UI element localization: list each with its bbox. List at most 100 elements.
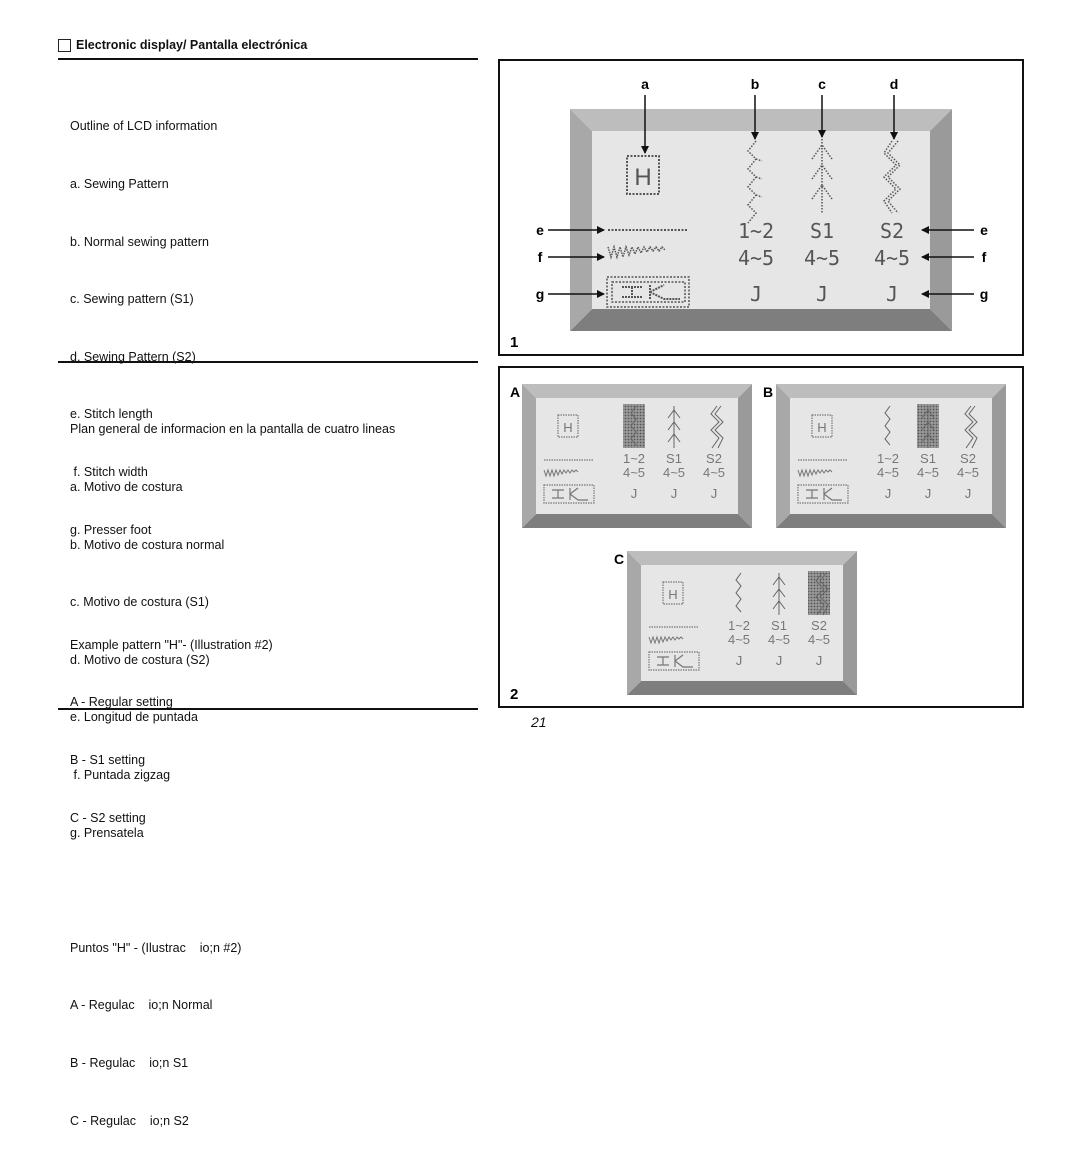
- frame-bevel-left: [776, 384, 790, 528]
- foot-value: J: [886, 282, 898, 306]
- width-value: 4~5: [728, 632, 750, 647]
- english-section: Outline of LCD information a. Sewing Pat…: [70, 79, 273, 847]
- length-value: S1: [666, 451, 682, 466]
- frame-bevel-right: [992, 384, 1006, 528]
- frame-bevel-bottom: [522, 514, 752, 528]
- presser-foot-glyph: [806, 487, 842, 501]
- width-value: 4~5: [768, 632, 790, 647]
- callout-d: d: [890, 76, 899, 92]
- frame-bevel-top: [570, 109, 952, 131]
- length-value: S2: [706, 451, 722, 466]
- width-value: 4~5: [808, 632, 830, 647]
- callout-e-left: e: [536, 222, 544, 238]
- frame-bevel-bottom: [627, 681, 857, 695]
- width-value: 4~5: [877, 465, 899, 480]
- text-line: B - Regulac io;n S1: [70, 1055, 189, 1070]
- stitch-width-icon: [797, 468, 833, 478]
- text-line: a. Motivo de costura: [70, 480, 183, 494]
- divider-middle: [58, 361, 478, 363]
- presser-foot-icon: [648, 651, 700, 671]
- text-line: e. Stitch length: [70, 407, 153, 422]
- callout-c: c: [818, 76, 826, 92]
- text-line: f. Stitch width: [70, 464, 148, 479]
- text-line: c. Motivo de costura (S1): [70, 595, 209, 610]
- text-line: Example pattern "H"- (Illustration #2): [70, 637, 273, 652]
- foot-value: J: [736, 653, 743, 668]
- pattern-h-box: [662, 581, 684, 605]
- pattern-h-box: [557, 414, 579, 438]
- stitch-normal-icon: [630, 405, 637, 446]
- foot-value: J: [671, 486, 678, 501]
- frame-bevel-top: [522, 384, 752, 398]
- spanish-section: Plan general de informacion en la pantal…: [70, 382, 395, 1150]
- panel-label-a: A: [510, 384, 520, 400]
- text-line: Plan general de informacion en la pantal…: [70, 422, 396, 437]
- text-line: d. Sewing Pattern (S2): [70, 349, 196, 364]
- text-line: f. Puntada zigzag: [70, 767, 171, 782]
- pattern-letter: H: [817, 420, 826, 435]
- foot-value: J: [776, 653, 783, 668]
- frame-bevel-bottom: [776, 514, 1006, 528]
- stitch-s2-icon: [710, 405, 724, 449]
- stitch-width-icon: [543, 468, 579, 478]
- pattern-letter: H: [668, 587, 677, 602]
- width-value: 4~5: [917, 465, 939, 480]
- stitch-normal-icon: [746, 140, 763, 224]
- text-line: A - Regulac io;n Normal: [70, 998, 213, 1013]
- text-line: Outline of LCD information: [70, 119, 218, 134]
- text-line: b. Normal sewing pattern: [70, 234, 209, 249]
- width-value: 4~5: [957, 465, 979, 480]
- foot-value: J: [885, 486, 892, 501]
- text-line: d. Motivo de costura (S2): [70, 652, 210, 667]
- frame-bevel-top: [776, 384, 1006, 398]
- figure-1: H 1~2 S1 S2 4~5 4~5 4~5: [498, 59, 1024, 356]
- presser-foot-glyph: [552, 487, 588, 501]
- length-value: S1: [920, 451, 936, 466]
- length-value: S2: [880, 219, 904, 243]
- selected-pattern-highlight: [808, 571, 830, 615]
- presser-foot-icon: [606, 276, 690, 308]
- length-value: S1: [810, 219, 834, 243]
- frame-bevel-bottom: [570, 309, 952, 331]
- frame-bevel-left: [570, 109, 592, 331]
- text-line: c. Sewing pattern (S1): [70, 292, 194, 307]
- frame-bevel-right: [843, 551, 857, 695]
- width-value: 4~5: [738, 246, 774, 270]
- foot-value: J: [925, 486, 932, 501]
- foot-value: J: [816, 653, 823, 668]
- stitch-width-icon: [607, 244, 666, 260]
- stitch-normal-icon: [884, 405, 891, 446]
- lcd-screen: [592, 131, 930, 309]
- callout-a: a: [641, 76, 649, 92]
- divider-bottom: [58, 708, 478, 710]
- text-line: e. Longitud de puntada: [70, 710, 198, 725]
- presser-foot-glyph: [657, 654, 693, 668]
- frame-bevel-right: [930, 109, 952, 331]
- stitch-normal-icon: [735, 572, 742, 613]
- text-line: C - Regulac io;n S2: [70, 1113, 189, 1128]
- stitch-s2-icon: [815, 572, 829, 616]
- frame-bevel-left: [627, 551, 641, 695]
- width-value: 4~5: [804, 246, 840, 270]
- callout-f-left: f: [538, 249, 543, 265]
- presser-foot-icon: [543, 484, 595, 504]
- width-value: 4~5: [703, 465, 725, 480]
- length-value: 1~2: [877, 451, 899, 466]
- text-line: g. Prensatela: [70, 825, 144, 840]
- length-value: 1~2: [623, 451, 645, 466]
- text-line: A - Regular setting: [70, 695, 173, 710]
- pattern-letter: H: [634, 164, 651, 191]
- section-header: Electronic display/ Pantalla electrónica: [58, 38, 307, 52]
- foot-value: J: [750, 282, 762, 306]
- length-value: 1~2: [728, 618, 750, 633]
- stitch-s2-icon: [964, 405, 978, 449]
- text-line: b. Motivo de costura normal: [70, 537, 225, 552]
- stitch-width-icon: [648, 635, 684, 645]
- frame-bevel-right: [738, 384, 752, 528]
- foot-value: J: [631, 486, 638, 501]
- callout-b: b: [751, 76, 760, 92]
- length-value: S2: [960, 451, 976, 466]
- foot-value: J: [711, 486, 718, 501]
- callout-f-right: f: [982, 249, 987, 265]
